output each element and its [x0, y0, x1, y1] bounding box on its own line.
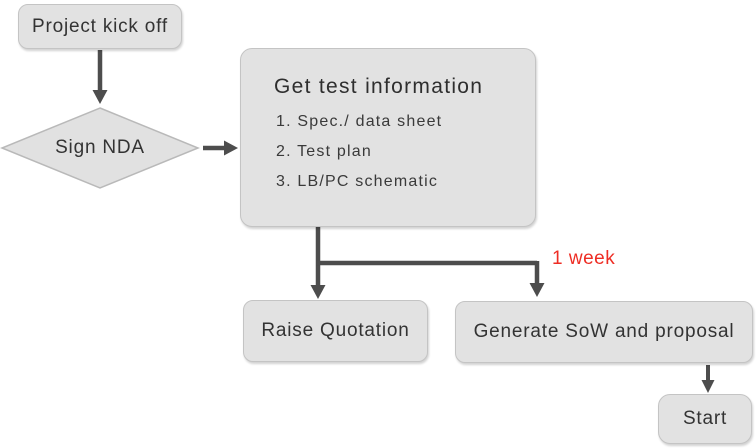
get-test-info-item-3: 3. LB/PC schematic	[276, 173, 439, 190]
node-start-label: Start	[682, 408, 728, 429]
node-raise-quotation-label: Raise Quotation	[261, 320, 410, 341]
node-project-kickoff: Project kick off	[18, 4, 182, 49]
arrow-getinfo-to-sow	[316, 260, 545, 297]
node-sign-nda: Sign NDA	[10, 133, 190, 163]
node-start: Start	[658, 394, 752, 444]
get-test-info-item-1: 1. Spec./ data sheet	[276, 113, 443, 130]
node-get-test-information: Get test information 1. Spec./ data shee…	[240, 48, 536, 227]
arrow-kickoff-to-nda	[92, 50, 108, 104]
node-generate-sow-proposal-label: Generate SoW and proposal	[473, 321, 735, 342]
node-project-kickoff-label: Project kick off	[32, 15, 168, 37]
node-get-test-information-title: Get test information	[274, 75, 484, 98]
node-generate-sow-proposal: Generate SoW and proposal	[455, 301, 753, 363]
arrow-sow-to-start	[701, 365, 715, 393]
duration-annotation: 1 week	[552, 248, 616, 269]
get-test-info-item-2: 2. Test plan	[276, 143, 372, 160]
node-raise-quotation: Raise Quotation	[243, 300, 428, 362]
arrow-getinfo-to-quotation	[310, 227, 326, 299]
arrow-nda-to-getinfo	[203, 140, 238, 156]
node-sign-nda-label: Sign NDA	[55, 137, 145, 158]
